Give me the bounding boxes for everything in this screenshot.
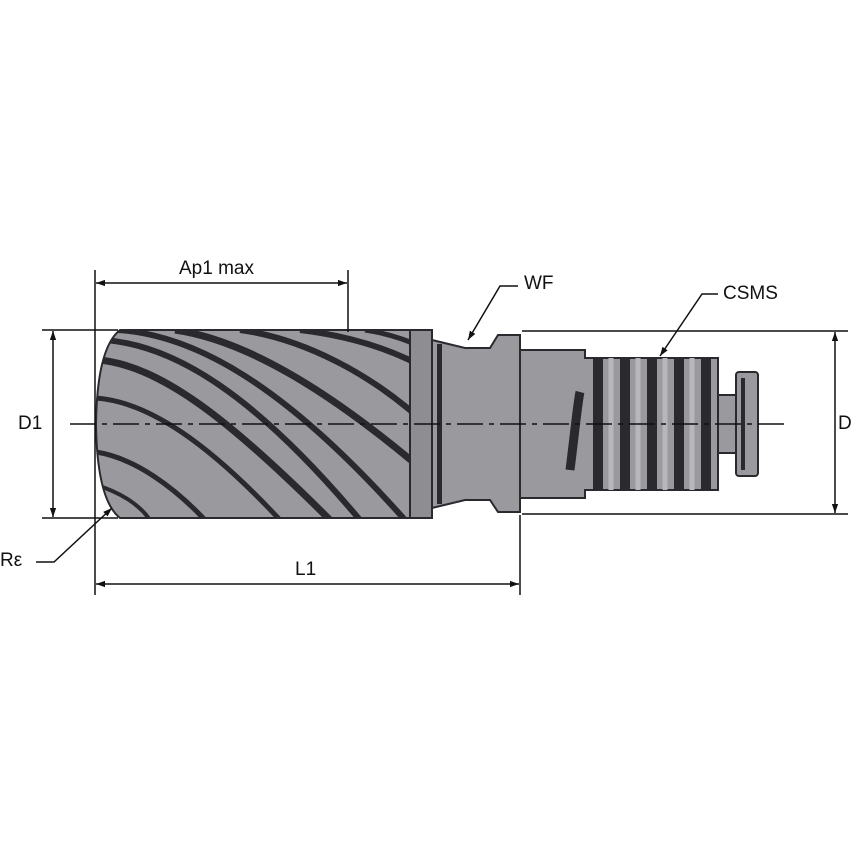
extension-lines <box>42 270 848 595</box>
d1-label: D1 <box>18 413 43 434</box>
helical-flutes <box>96 330 432 518</box>
wf-label: WF <box>524 273 554 294</box>
csms-label: CSMS <box>723 283 778 304</box>
d-label: D <box>838 413 852 434</box>
cutting-head <box>94 329 433 519</box>
ap1-max-label: Ap1 max <box>179 258 254 279</box>
r-epsilon-leader <box>36 507 113 563</box>
l1-label: L1 <box>295 559 317 580</box>
wf-leader <box>467 285 518 341</box>
r-epsilon-label: Rε <box>0 550 23 571</box>
csms-leader <box>659 293 718 357</box>
